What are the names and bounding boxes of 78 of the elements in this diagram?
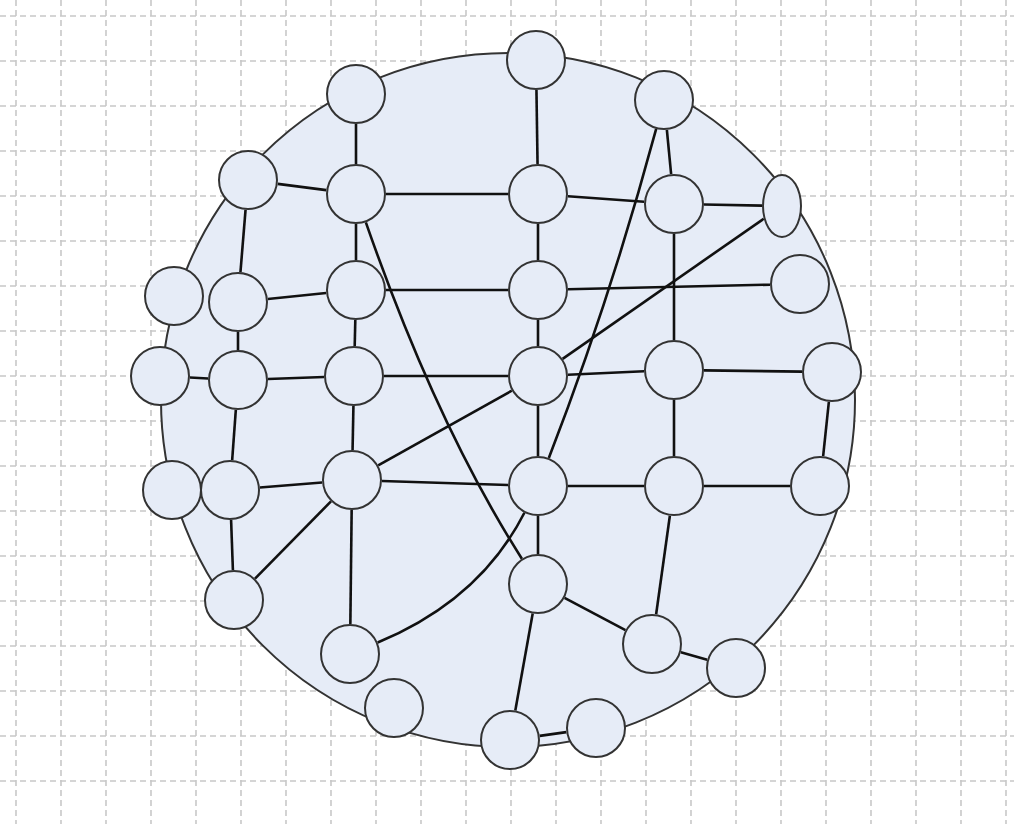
connector-line — [568, 484, 644, 488]
connector-line — [539, 730, 567, 738]
connector-line — [563, 596, 627, 632]
circle-node — [507, 455, 567, 515]
connector-line — [386, 192, 508, 196]
circle-node — [789, 455, 849, 515]
connector-line — [567, 194, 645, 204]
circle-node — [325, 163, 385, 223]
curved-connector — [547, 128, 658, 459]
circle-node — [319, 623, 379, 683]
connector-line — [680, 651, 708, 661]
circle-node — [801, 341, 861, 401]
connector-line — [381, 479, 509, 487]
connector-line — [536, 516, 540, 554]
circle-node — [129, 345, 189, 405]
connector-line — [377, 389, 513, 467]
circle-node — [507, 259, 567, 319]
circle-node — [769, 253, 829, 313]
circle-node — [705, 637, 765, 697]
connector-line — [704, 369, 802, 373]
connector-line — [189, 376, 209, 380]
connector-line — [535, 90, 539, 164]
circle-node — [643, 455, 703, 515]
circle-node — [363, 677, 423, 737]
connector-line — [654, 515, 672, 615]
circle-node — [207, 349, 267, 409]
connector-line — [229, 519, 235, 571]
connector-line — [239, 209, 247, 273]
connector-line — [354, 124, 358, 164]
connector-line — [672, 234, 676, 340]
circle-node — [621, 613, 681, 673]
connector-line — [353, 319, 357, 347]
connector-line — [384, 374, 508, 378]
circle-node — [505, 29, 565, 89]
connector-line — [267, 291, 327, 301]
connector-line — [230, 409, 238, 461]
connector-line — [354, 224, 358, 260]
connector-line — [704, 484, 790, 488]
connector-line — [236, 332, 240, 350]
circle-node — [325, 259, 385, 319]
circle-node — [507, 163, 567, 223]
connector-line — [561, 217, 765, 360]
circle-node — [323, 345, 383, 405]
connector-line — [349, 510, 353, 624]
circle-node — [633, 69, 693, 129]
connector-line — [514, 613, 534, 711]
curved-connector — [377, 512, 526, 644]
circle-node — [217, 149, 277, 209]
connector-line — [567, 283, 771, 291]
connector-line — [267, 375, 325, 381]
circle-node — [199, 459, 259, 519]
circle-node — [565, 697, 625, 757]
circle-node — [643, 173, 703, 233]
circle-node — [507, 345, 567, 405]
curved-connector — [364, 221, 523, 560]
connector-line — [259, 481, 323, 489]
connector-line — [567, 370, 645, 376]
circle-node — [321, 449, 381, 509]
circle-node — [643, 339, 703, 399]
connector-line — [277, 182, 327, 192]
circle-node — [507, 553, 567, 613]
connector-line — [536, 320, 540, 346]
connector-line — [386, 288, 508, 292]
ellipse-node — [761, 173, 801, 237]
circle-node — [143, 265, 203, 325]
connector-line — [351, 405, 355, 451]
connector-line — [536, 406, 540, 456]
circle-node — [207, 271, 267, 331]
circle-node — [479, 709, 539, 769]
circle-node — [325, 63, 385, 123]
connector-line — [536, 224, 540, 260]
connector-line — [254, 500, 332, 580]
connector-line — [703, 203, 763, 207]
circle-node — [141, 459, 201, 519]
connector-line — [665, 129, 673, 175]
connector-line — [821, 401, 831, 457]
connector-line — [672, 400, 676, 456]
circle-node — [203, 569, 263, 629]
